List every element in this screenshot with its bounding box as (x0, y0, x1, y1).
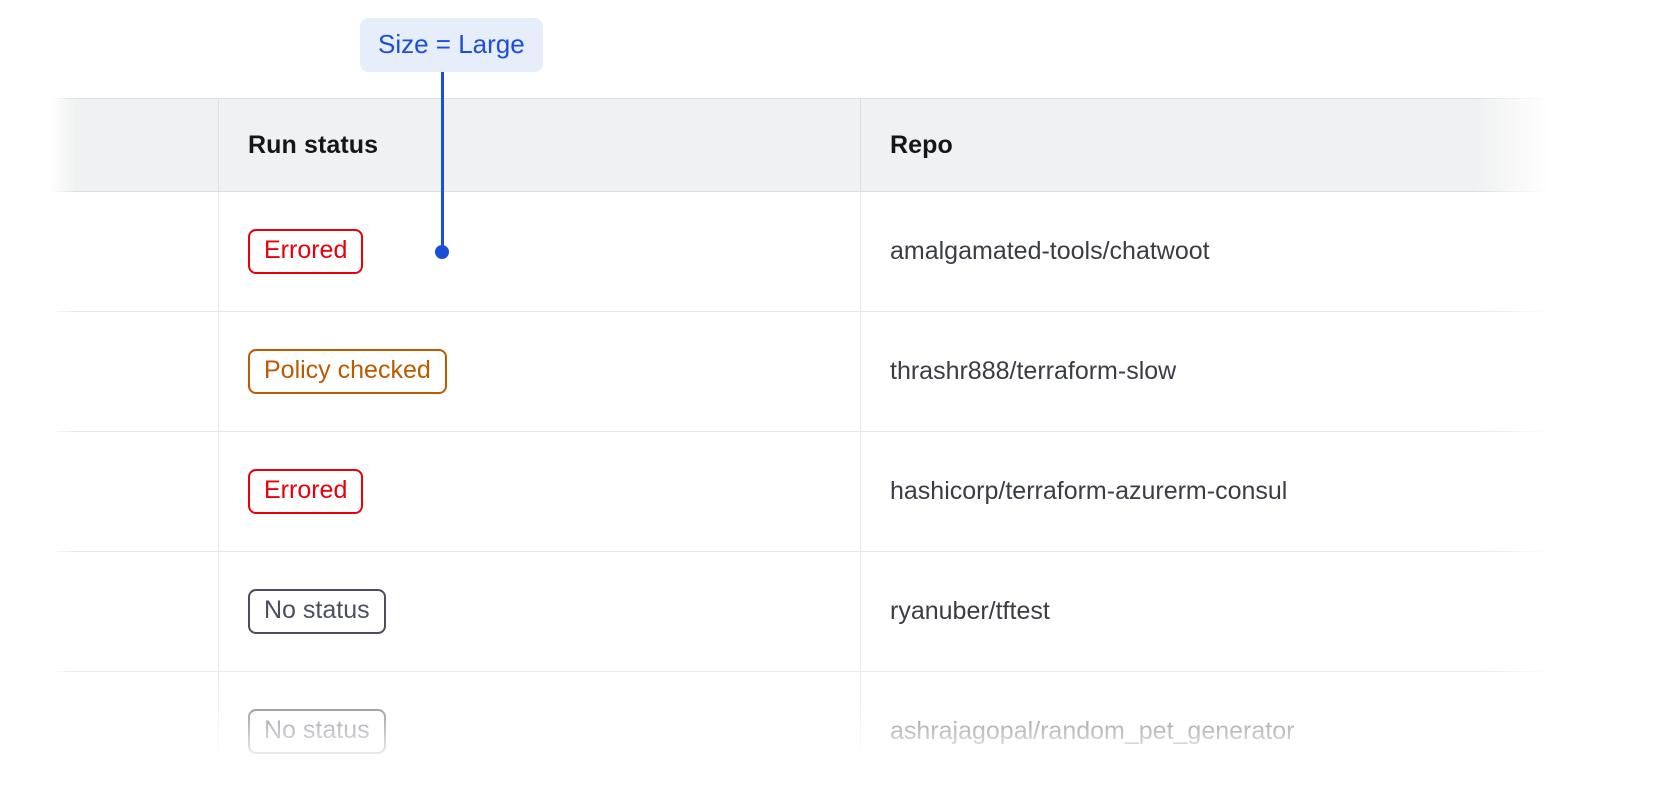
column-header-extra[interactable] (1597, 98, 1610, 192)
status-badge[interactable]: Errored (248, 229, 364, 274)
table-body: Errored amalgamated-tools/chatwoot Polic… (50, 191, 1610, 788)
row-select-cell[interactable] (50, 671, 219, 788)
table-header: Run status Repo (50, 98, 1610, 192)
column-header-repo[interactable]: Repo (860, 98, 1598, 192)
annotation-leader-dot (435, 245, 449, 259)
table-row[interactable]: No status ryanuber/tftest (50, 551, 1610, 672)
repo-cell[interactable]: ashrajagopal/random_pet_generator (860, 671, 1598, 788)
run-status-cell: Errored (218, 191, 861, 312)
runs-table: Run status Repo Errored amalgamated-tool… (50, 98, 1610, 788)
row-extra-cell (1597, 671, 1610, 788)
table-row[interactable]: Policy checked thrashr888/terraform-slow (50, 311, 1610, 432)
table-header-row: Run status Repo (50, 98, 1610, 192)
run-status-cell: No status (218, 551, 861, 672)
runs-table-container: Run status Repo Errored amalgamated-tool… (50, 98, 1610, 788)
table-row[interactable]: No status ashrajagopal/random_pet_genera… (50, 671, 1610, 788)
annotation-callout-size-large: Size = Large (360, 18, 543, 72)
row-extra-cell (1597, 191, 1610, 312)
repo-cell[interactable]: thrashr888/terraform-slow (860, 311, 1598, 432)
status-badge[interactable]: Policy checked (248, 349, 447, 394)
run-status-cell: No status (218, 671, 861, 788)
run-status-cell: Errored (218, 431, 861, 552)
row-select-cell[interactable] (50, 431, 219, 552)
status-badge[interactable]: No status (248, 589, 386, 634)
status-badge[interactable]: No status (248, 709, 386, 754)
run-status-cell: Policy checked (218, 311, 861, 432)
row-select-cell[interactable] (50, 311, 219, 432)
column-header-run-status[interactable]: Run status (218, 98, 861, 192)
repo-cell[interactable]: hashicorp/terraform-azurerm-consul (860, 431, 1598, 552)
annotation-leader-line (441, 58, 444, 250)
row-extra-cell (1597, 551, 1610, 672)
column-header-select[interactable] (50, 98, 219, 192)
row-extra-cell (1597, 311, 1610, 432)
repo-cell[interactable]: amalgamated-tools/chatwoot (860, 191, 1598, 312)
row-extra-cell (1597, 431, 1610, 552)
row-select-cell[interactable] (50, 551, 219, 672)
table-row[interactable]: Errored amalgamated-tools/chatwoot (50, 191, 1610, 312)
row-select-cell[interactable] (50, 191, 219, 312)
table-row[interactable]: Errored hashicorp/terraform-azurerm-cons… (50, 431, 1610, 552)
status-badge[interactable]: Errored (248, 469, 364, 514)
repo-cell[interactable]: ryanuber/tftest (860, 551, 1598, 672)
